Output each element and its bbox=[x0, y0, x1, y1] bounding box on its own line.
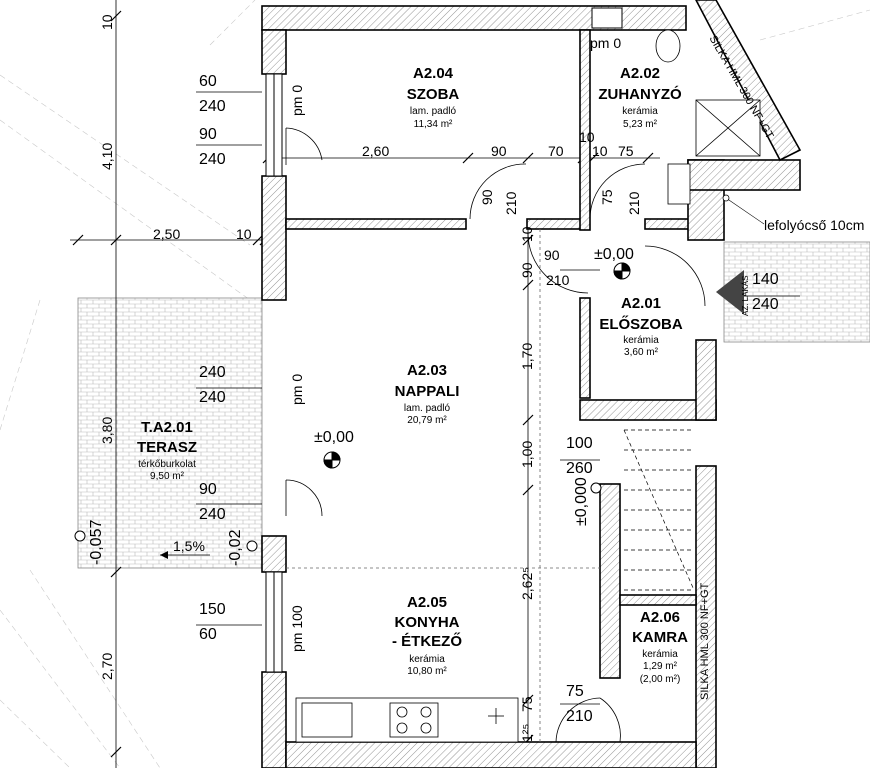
room-code-eloszoba: A2.01 bbox=[620, 295, 662, 312]
dim-door-210-vert: 210 bbox=[503, 191, 519, 215]
stairs bbox=[623, 429, 695, 591]
room-code-konyha: A2.05 bbox=[406, 594, 448, 611]
dim-door-width-4: 75 bbox=[566, 683, 584, 700]
level-terrace: -0,057 bbox=[88, 519, 105, 565]
dim-door-width-1: 90 bbox=[199, 126, 217, 143]
room-floor-zuhanyzo: kerámia bbox=[622, 106, 658, 117]
level-terrace-edge: -0,02 bbox=[227, 529, 244, 566]
room-code-nappali: A2.03 bbox=[406, 362, 448, 379]
room-area-szoba: 11,34 m² bbox=[413, 119, 453, 130]
dim-stair-width: 100 bbox=[566, 435, 593, 452]
dim-window-height-3: 60 bbox=[199, 626, 217, 643]
dim-90-vert: 90 bbox=[519, 262, 535, 278]
room-floor-konyha: kerámia bbox=[409, 654, 445, 665]
dim-door-height-2: 240 bbox=[199, 506, 226, 523]
dim-380-vert: 3,80 bbox=[99, 416, 115, 444]
dim-door-90-vert: 90 bbox=[479, 189, 495, 205]
dim-door-75-vert: 75 bbox=[599, 189, 615, 205]
room-floor-szoba: lam. padló bbox=[409, 106, 457, 117]
dim-170-vert: 1,70 bbox=[519, 342, 535, 370]
level-pm100: pm 100 bbox=[289, 605, 305, 652]
room-name-kamra: KAMRA bbox=[632, 629, 688, 646]
room-area-zuhanyzo: 5,23 m² bbox=[623, 119, 657, 130]
room-area-terasz: 9,50 m² bbox=[150, 471, 184, 482]
dim-entry-width: 140 bbox=[752, 271, 779, 288]
room-area-eloszoba: 3,60 m² bbox=[624, 347, 658, 358]
room-code-zuhanyzo: A2.02 bbox=[619, 65, 661, 82]
dim-door-width-2: 90 bbox=[199, 481, 217, 498]
terrace-paving bbox=[77, 297, 263, 569]
room-area2-kamra: (2,00 m²) bbox=[639, 674, 681, 685]
dim-250: 2,50 bbox=[153, 226, 181, 242]
level-pm0-left1: pm 0 bbox=[289, 84, 305, 116]
dim-door-width-3: 90 bbox=[544, 247, 560, 263]
dim-window-width-2: 240 bbox=[199, 364, 226, 381]
dim-window-height-2: 240 bbox=[199, 389, 226, 406]
note-wall-material-2: SILKA HML 300 NF+GT bbox=[699, 582, 711, 700]
room-code-terasz: T.A2.01 bbox=[141, 419, 193, 436]
door-swings bbox=[285, 127, 706, 743]
room-code-kamra: A2.06 bbox=[639, 609, 681, 626]
room-code-szoba: A2.04 bbox=[412, 65, 454, 82]
windows bbox=[265, 7, 623, 673]
room-name-konyha: KONYHA bbox=[394, 614, 460, 631]
room-name-zuhanyzo: ZUHANYZÓ bbox=[598, 86, 682, 103]
room-name-terasz: TERASZ bbox=[137, 439, 197, 456]
dim-window-width-1: 60 bbox=[199, 73, 217, 90]
room-name-nappali: NAPPALI bbox=[394, 383, 460, 400]
room-name-etkezo: - ÉTKEZŐ bbox=[392, 633, 462, 650]
note-entry: AZ. LAKÁS bbox=[741, 275, 750, 316]
level-pm0-left2: pm 0 bbox=[289, 373, 305, 405]
level-stair: ±0,000 bbox=[573, 477, 590, 526]
level-nappali: ±0,00 bbox=[314, 429, 354, 446]
level-eloszoba: ±0,00 bbox=[594, 246, 634, 263]
room-area-kamra: 1,29 m² bbox=[643, 661, 677, 672]
dim-125-vert: 1²⁵ bbox=[519, 723, 535, 742]
dim-70: 70 bbox=[548, 143, 564, 159]
dim-10-left: 10 bbox=[236, 226, 252, 242]
dim-10-vert-top: 10 bbox=[99, 14, 115, 30]
entry-paving bbox=[723, 241, 870, 343]
room-floor-nappali: lam. padló bbox=[403, 403, 451, 414]
dim-75-top: 75 bbox=[618, 143, 634, 159]
dim-260: 2,60 bbox=[362, 143, 390, 159]
bathroom-fixtures bbox=[655, 29, 761, 205]
room-name-szoba: SZOBA bbox=[406, 86, 460, 103]
dim-door-210b-vert: 210 bbox=[626, 191, 642, 215]
dim-10-vert: 10 bbox=[519, 226, 535, 242]
dim-window-width-3: 150 bbox=[199, 601, 226, 618]
walls bbox=[261, 5, 801, 768]
dim-10-top: 10 bbox=[579, 129, 595, 145]
room-name-eloszoba: ELŐSZOBA bbox=[599, 316, 683, 333]
level-pm0-top: pm 0 bbox=[590, 35, 622, 51]
level-markers bbox=[74, 262, 631, 552]
dimension-lines bbox=[70, 0, 800, 768]
dim-window-height-1: 240 bbox=[199, 98, 226, 115]
dim-entry-height: 240 bbox=[752, 296, 779, 313]
entry-arrow bbox=[716, 270, 744, 314]
room-floor-kamra: kerámia bbox=[642, 649, 678, 660]
dim-10-mid: 10 bbox=[592, 143, 608, 159]
dim-262-vert: 2,62⁵ bbox=[519, 566, 535, 600]
kitchen-counter bbox=[295, 697, 519, 743]
dim-100-vert: 1,00 bbox=[519, 440, 535, 468]
dim-door-height-3: 210 bbox=[546, 272, 570, 288]
dim-75-vert: 75 bbox=[519, 696, 535, 712]
room-floor-eloszoba: kerámia bbox=[623, 335, 659, 346]
dim-door-height-4: 210 bbox=[566, 708, 593, 725]
room-separators bbox=[286, 229, 600, 742]
room-area-nappali: 20,79 m² bbox=[407, 415, 447, 426]
room-area-konyha: 10,80 m² bbox=[407, 666, 447, 677]
dim-door-height-1: 240 bbox=[199, 151, 226, 168]
note-drain-pipe: lefolyócső 10cm bbox=[764, 217, 865, 233]
dim-270-vert: 2,70 bbox=[99, 652, 115, 680]
dim-90-top: 90 bbox=[491, 143, 507, 159]
terrace-slope: 1,5% bbox=[173, 538, 205, 554]
dim-stair-height: 260 bbox=[566, 460, 593, 477]
dim-410-vert: 4,10 bbox=[99, 142, 115, 170]
room-floor-terasz: térkőburkolat bbox=[138, 459, 196, 470]
